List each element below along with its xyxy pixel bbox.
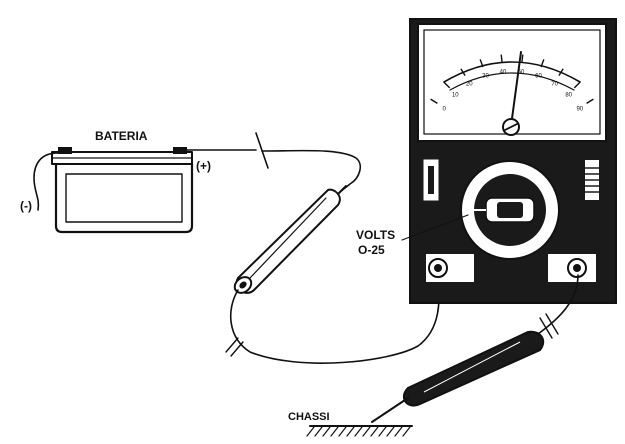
ground-test-probe [371, 330, 545, 423]
range-selector-knob [460, 160, 560, 260]
ground-hatch-mark [370, 426, 379, 437]
ground-hatch-mark [306, 426, 315, 437]
scale-tick [540, 59, 545, 68]
common-jack [426, 254, 474, 282]
ground-hatch-mark [378, 426, 387, 437]
chassis-ground: CHASSI [288, 411, 413, 437]
ground-hatch-mark [386, 426, 395, 437]
meter-scale-ticks: 0 10 20 30 40 50 60 70 80 90 [430, 54, 594, 113]
meter-needle [510, 51, 522, 127]
scale-tick [586, 98, 594, 104]
positive-label: (+) [196, 159, 211, 173]
positive-probe-wire [186, 132, 362, 193]
scale-tick-label: 90 [576, 107, 583, 113]
multimeter: 0 10 20 30 40 50 60 70 80 90 [409, 18, 617, 304]
negative-label: (-) [20, 199, 32, 213]
volts-range-callout: VOLTS O-25 [356, 214, 469, 257]
ground-hatch-mark [354, 426, 363, 437]
ground-hatch-mark [322, 426, 331, 437]
scale-tick-label: 60 [535, 74, 542, 80]
chassis-label: CHASSI [288, 411, 330, 423]
scale-tick-label: 20 [466, 81, 473, 87]
scale-tick-label: 30 [482, 74, 489, 80]
positive-probe-cable [230, 271, 440, 364]
ground-hatch-mark [314, 426, 323, 437]
battery-negative-terminal [58, 147, 72, 154]
scale-tick [558, 68, 564, 76]
positive-test-probe [233, 185, 347, 294]
ground-hatch-mark [330, 426, 339, 437]
scale-tick [573, 81, 581, 89]
battery-positive-terminal [173, 147, 187, 154]
battery-label: BATERIA [95, 129, 148, 143]
battery: BATERIA (-) (+) [20, 129, 211, 234]
scale-tick-label: 80 [565, 93, 572, 99]
scale-tick-label: 40 [500, 70, 507, 76]
scale-tick-label: 0 [443, 107, 447, 113]
scale-tick [443, 81, 451, 89]
scale-tick [430, 98, 438, 104]
scale-tick-label: 50 [518, 70, 525, 76]
ground-hatch-mark [338, 426, 347, 437]
volts-jack [548, 254, 596, 282]
ground-probe-cable [537, 274, 579, 335]
ground-hatch-mark [362, 426, 371, 437]
meter-scale [443, 61, 581, 83]
scale-tick [521, 54, 524, 63]
scale-tick [500, 54, 503, 63]
volts-range-label: O-25 [358, 243, 385, 257]
ground-hatch-mark [346, 426, 355, 437]
scale-tick [479, 59, 484, 68]
scale-tick-label: 70 [551, 81, 558, 87]
scale-tick-label: 10 [452, 93, 459, 99]
volts-label: VOLTS [356, 228, 395, 242]
ground-hatch-mark [394, 426, 403, 437]
scale-tick [460, 68, 466, 76]
ground-hatch-mark [402, 426, 411, 437]
